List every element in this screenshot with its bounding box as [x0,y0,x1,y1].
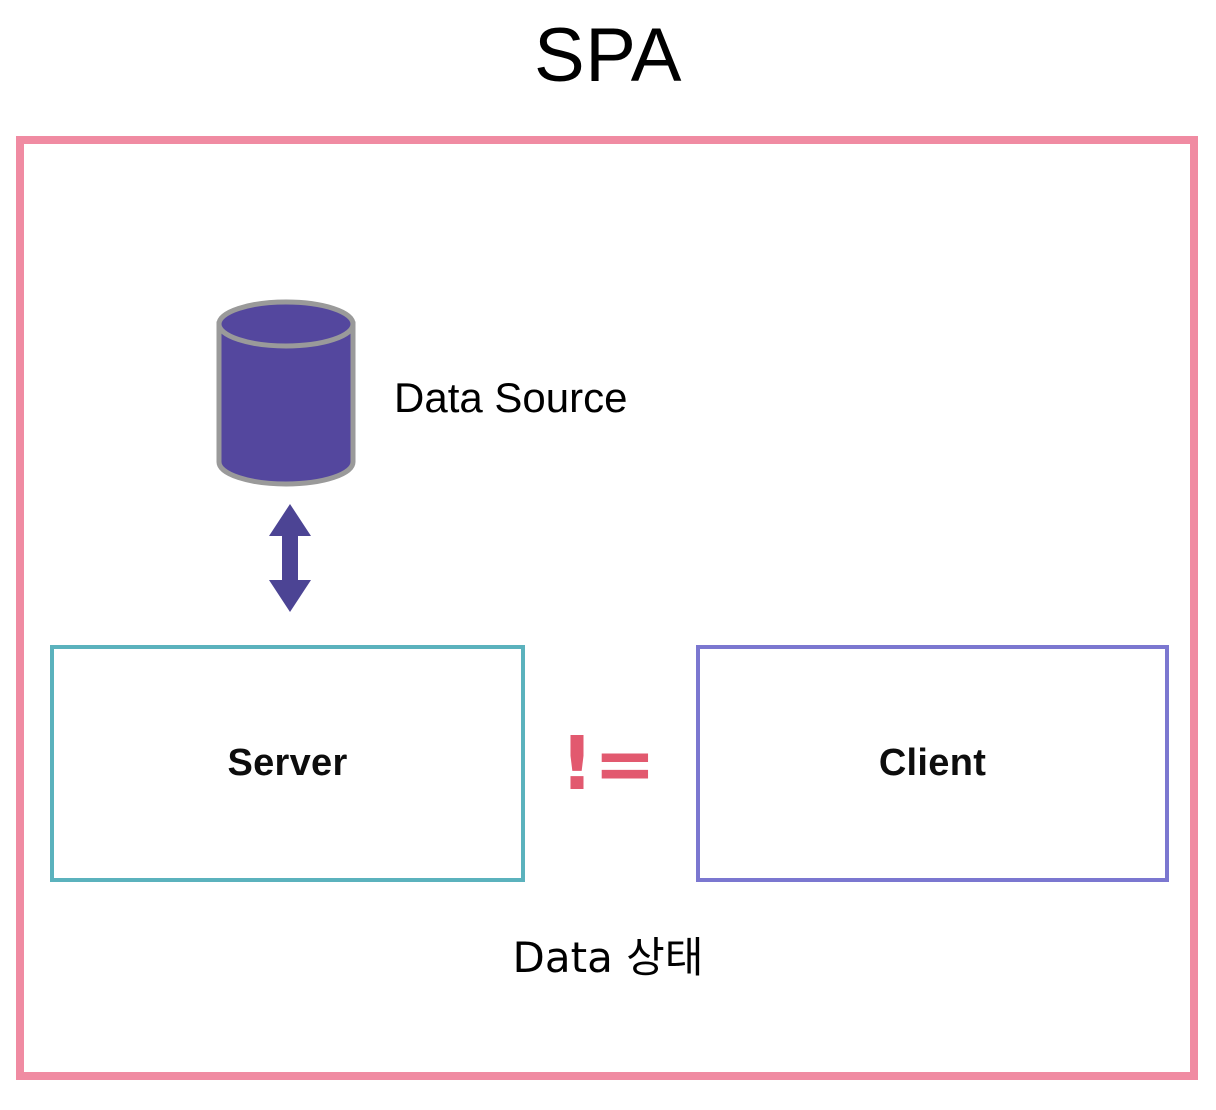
spa-boundary-container [16,136,1198,1080]
cylinder-body [216,321,356,487]
database-cylinder-icon [216,299,356,487]
server-node-box[interactable]: Server [50,645,525,882]
cylinder-top-ellipse [216,299,356,349]
not-equal-operator: != [560,721,656,807]
client-node-box[interactable]: Client [696,645,1169,882]
bidirectional-arrow-icon [266,504,314,612]
data-state-caption: Data 상태 [512,933,704,982]
data-source-label: Data Source [394,374,628,421]
client-label: Client [878,742,987,784]
page-title: SPA [534,13,682,98]
server-label: Server [227,742,348,784]
double-headed-arrow-shape [269,504,311,612]
